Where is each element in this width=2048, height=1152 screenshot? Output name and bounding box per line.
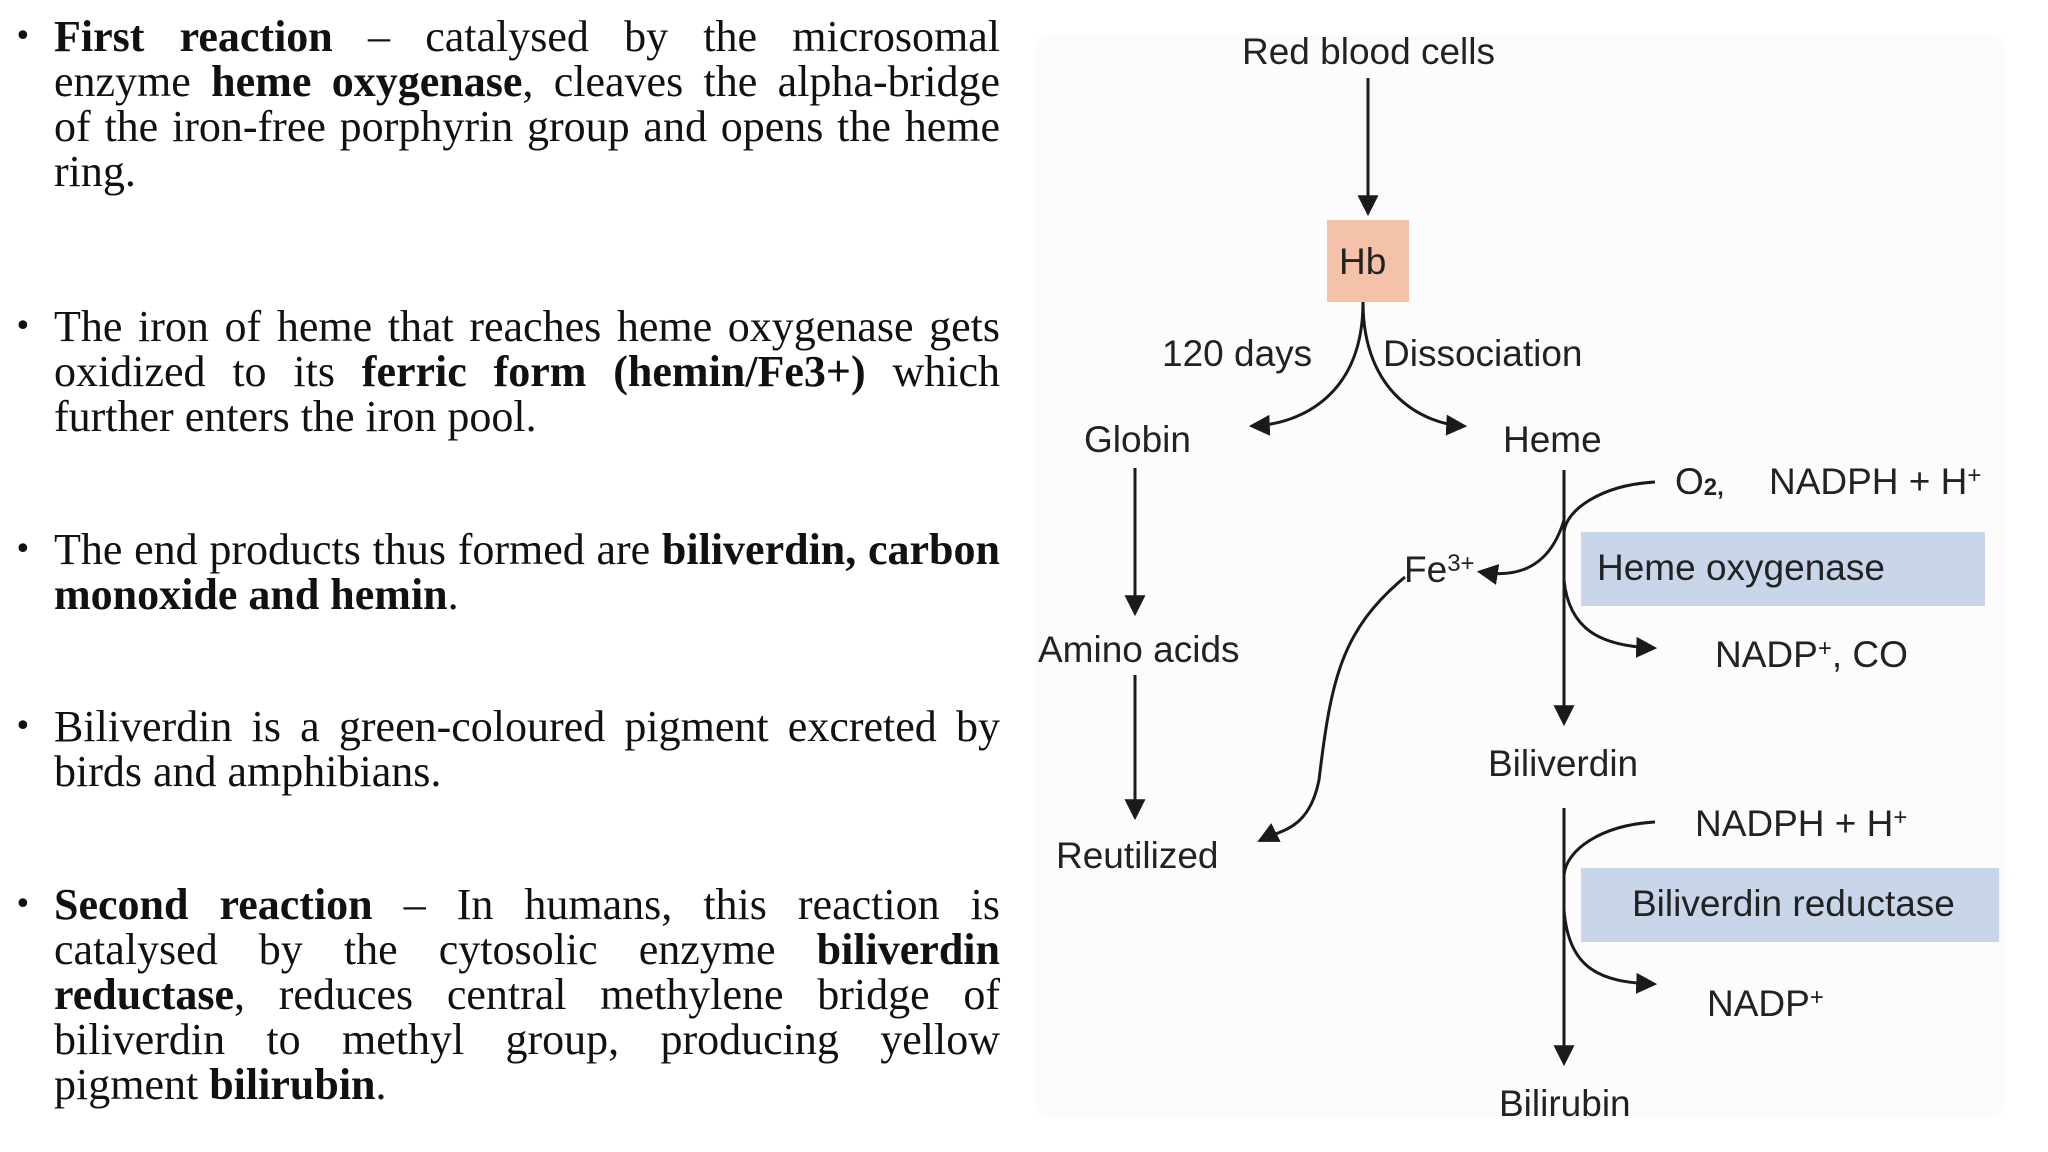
bullet-text-segment: bilirubin — [209, 1060, 376, 1109]
bullet-text-segment: – catalysed by the microsomal enzyme — [54, 12, 1000, 106]
bullet-first-reaction: •First reaction – catalysed by the micro… — [14, 12, 1001, 196]
arrow-hb-to-heme — [1361, 301, 1468, 436]
bullet-text-segment: ferric form (hemin/Fe3+) — [361, 347, 866, 396]
arrow-hb-to-globin — [1248, 301, 1365, 436]
arrow-nadph-into-biliverdin — [1562, 820, 1656, 876]
bullet-biliverdin-pigment: •Biliverdin is a green-coloured pigment … — [14, 702, 1000, 796]
diagram-arrows — [1124, 78, 1658, 1067]
label-nadp-co: NADP+, CO — [1715, 634, 1908, 675]
heme-degradation-diagram: Red blood cells Hb 120 days Dissociation… — [1038, 32, 1999, 1124]
bullet-text-segment: . — [447, 570, 459, 619]
label-nadph-h-1: NADPH + H+ — [1769, 461, 1982, 502]
label-nadp: NADP+ — [1707, 983, 1824, 1024]
bullet-text-segment: – In humans, this reaction is catalysed … — [54, 880, 1000, 974]
bullet-text-segment: biliverdin, carbon monoxide and hemin — [54, 525, 1000, 619]
label-bilirubin: Bilirubin — [1499, 1083, 1631, 1124]
bullet-text-segment: First reaction — [54, 12, 333, 61]
label-fe3: Fe3+ — [1404, 549, 1475, 590]
arrow-heme-to-nadp-co — [1562, 579, 1658, 658]
bullet-text-segment: . — [375, 1060, 387, 1109]
label-o2: O2, — [1675, 461, 1724, 502]
heme-oxygenase-box — [1581, 532, 1985, 606]
label-red-blood-cells: Red blood cells — [1242, 31, 1495, 72]
label-amino-acids: Amino acids — [1038, 629, 1240, 670]
bullet-text-segment: Second reaction — [54, 880, 373, 929]
bullet-list: •First reaction – catalysed by the micro… — [10, 14, 1000, 1107]
bullet-text-segment: heme oxygenase — [211, 57, 523, 106]
label-biliverdin-reductase: Biliverdin reductase — [1632, 883, 1955, 924]
bullet-text-segment: which further enters the iron pool. — [54, 347, 1000, 441]
bullet-text-segment: , cleaves the alpha-bridge of the iron-f… — [54, 57, 1001, 196]
bullet-text-segment: The end products thus formed are — [54, 525, 662, 574]
label-biliverdin: Biliverdin — [1488, 743, 1639, 784]
biliverdin-reductase-box — [1581, 868, 1999, 942]
bullet-text-segment: The iron of heme that reaches heme oxyge… — [54, 302, 1000, 396]
bullet-text-segment: biliverdin reductase — [54, 925, 1000, 1019]
bullet-iron-oxidation: •The iron of heme that reaches heme oxyg… — [14, 302, 1000, 441]
arrow-heme-to-fe — [1476, 519, 1566, 585]
label-heme: Heme — [1503, 419, 1602, 460]
hb-box — [1327, 220, 1409, 302]
label-dissociation: Dissociation — [1383, 333, 1583, 374]
bullet-end-products: •The end products thus formed are bilive… — [14, 525, 1000, 619]
arrow-fe-to-reutilized — [1257, 575, 1406, 842]
label-nadph-h-2: NADPH + H+ — [1695, 803, 1908, 844]
arrow-o2-into-heme — [1562, 480, 1656, 533]
label-reutilized: Reutilized — [1056, 835, 1219, 876]
label-hb: Hb — [1339, 241, 1387, 282]
label-heme-oxygenase: Heme oxygenase — [1597, 547, 1885, 588]
bullet-text-segment: , reduces central methylene bridge of bi… — [54, 970, 1000, 1109]
bullet-second-reaction: •Second reaction – In humans, this react… — [14, 880, 1000, 1109]
arrow-biliverdin-to-nadp — [1562, 909, 1658, 994]
label-globin: Globin — [1084, 419, 1191, 460]
bullet-text-segment: Biliverdin is a green-coloured pigment e… — [54, 702, 1000, 796]
label-120-days: 120 days — [1162, 333, 1313, 374]
